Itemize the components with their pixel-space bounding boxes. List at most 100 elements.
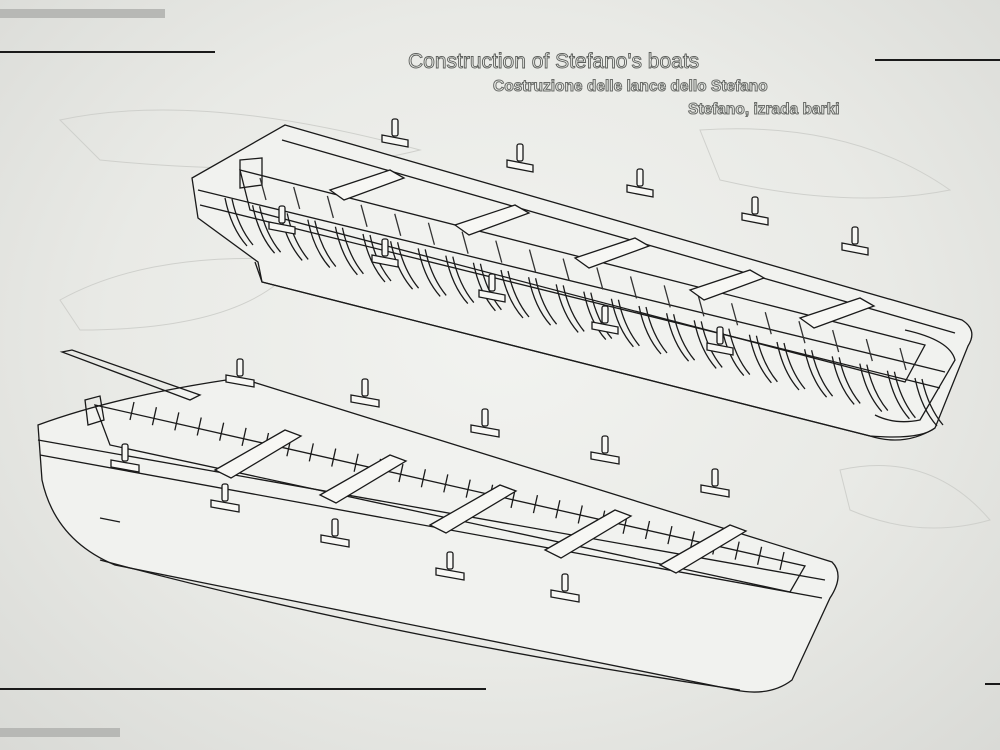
top-boat-keel [254, 261, 936, 438]
rib [307, 219, 337, 269]
thole-block [320, 534, 350, 548]
rib [334, 226, 364, 276]
thole-pin [278, 205, 286, 224]
rib [151, 407, 158, 426]
rib [555, 500, 561, 519]
inner-rib [427, 222, 436, 245]
rib [756, 546, 763, 565]
thole-block [470, 424, 500, 438]
bottom-boat-rudder-mark [99, 517, 121, 523]
inner-rib [293, 186, 301, 210]
thole-block [435, 567, 465, 581]
thole-pin [481, 408, 489, 427]
thwart [658, 524, 748, 574]
rib [779, 551, 785, 571]
bottom-boat-thole-pins [110, 358, 730, 603]
bottom-boat-thwarts [213, 429, 748, 574]
rib [555, 284, 585, 333]
rib [331, 448, 337, 467]
thole-pin [516, 143, 524, 162]
rib [689, 531, 695, 550]
rib [500, 269, 530, 319]
inner-rib [528, 249, 537, 272]
rib [644, 520, 651, 540]
rib [465, 479, 471, 498]
rib [510, 489, 516, 509]
rib [420, 469, 427, 488]
rib [665, 313, 696, 362]
printed-margin-bar-bottom [0, 728, 120, 737]
inner-rib [461, 231, 469, 254]
thole-pin [236, 358, 244, 377]
thole-block [706, 342, 734, 356]
thole-pin [121, 443, 129, 462]
top-boat-bow [874, 329, 956, 423]
rib [667, 525, 673, 545]
inner-rib [495, 240, 503, 263]
thole-pin [601, 305, 609, 324]
thwart [688, 269, 766, 301]
inner-rib [562, 258, 570, 281]
inner-rib [764, 312, 772, 335]
border-rule-bottom-right [985, 683, 1000, 685]
thole-pin [221, 483, 229, 502]
top-boat-thole-pins [268, 118, 869, 356]
top-boat-thwarts [328, 169, 876, 329]
rib [577, 505, 583, 524]
thwart [573, 237, 651, 269]
inner-rib [899, 347, 907, 371]
inner-rib [663, 285, 671, 308]
thole-block [371, 254, 399, 268]
printed-margin-bar-top [0, 9, 165, 18]
inner-rib [697, 294, 705, 317]
thole-pin [361, 378, 369, 397]
thole-block [268, 221, 296, 235]
rib [174, 412, 180, 431]
inner-rib [798, 320, 806, 344]
title-english: Construction of Stefano's boats [408, 50, 700, 74]
thole-block [350, 394, 380, 408]
rib [638, 305, 668, 355]
thole-pin [381, 238, 389, 257]
rib [776, 341, 806, 391]
thole-pin [331, 518, 339, 537]
top-boat-ribs [224, 177, 944, 427]
bottom-boat-keel-line [99, 559, 741, 691]
inner-rib [730, 303, 739, 326]
thole-block [478, 289, 506, 303]
rib [398, 463, 404, 483]
thole-pin [446, 551, 454, 570]
rib [914, 377, 944, 427]
thole-block [591, 321, 619, 335]
bottom-boat-inner-well [93, 404, 807, 593]
rib [803, 349, 834, 398]
thole-block [550, 589, 580, 603]
rib [443, 474, 449, 493]
inner-rib [360, 204, 368, 228]
rib [610, 298, 640, 348]
thole-block [590, 451, 620, 465]
thole-block [700, 484, 730, 498]
rib [831, 356, 861, 405]
rib [583, 291, 613, 341]
rib [219, 422, 225, 441]
rib [353, 453, 359, 472]
thwart [453, 204, 531, 236]
rib [241, 427, 247, 447]
rib [734, 541, 740, 560]
rib [445, 255, 475, 305]
thole-block [841, 242, 869, 256]
inner-rib [596, 267, 604, 290]
thwart [328, 169, 406, 201]
thwart [428, 484, 518, 534]
thole-block [210, 499, 240, 513]
inner-rib [259, 177, 267, 201]
border-rule-top-right [875, 59, 1000, 61]
thole-block [626, 184, 654, 198]
thole-pin [391, 118, 399, 137]
top-boat-frame-construction [191, 118, 973, 441]
inner-rib [629, 276, 638, 299]
thole-block [741, 212, 769, 226]
thwart [213, 429, 303, 479]
